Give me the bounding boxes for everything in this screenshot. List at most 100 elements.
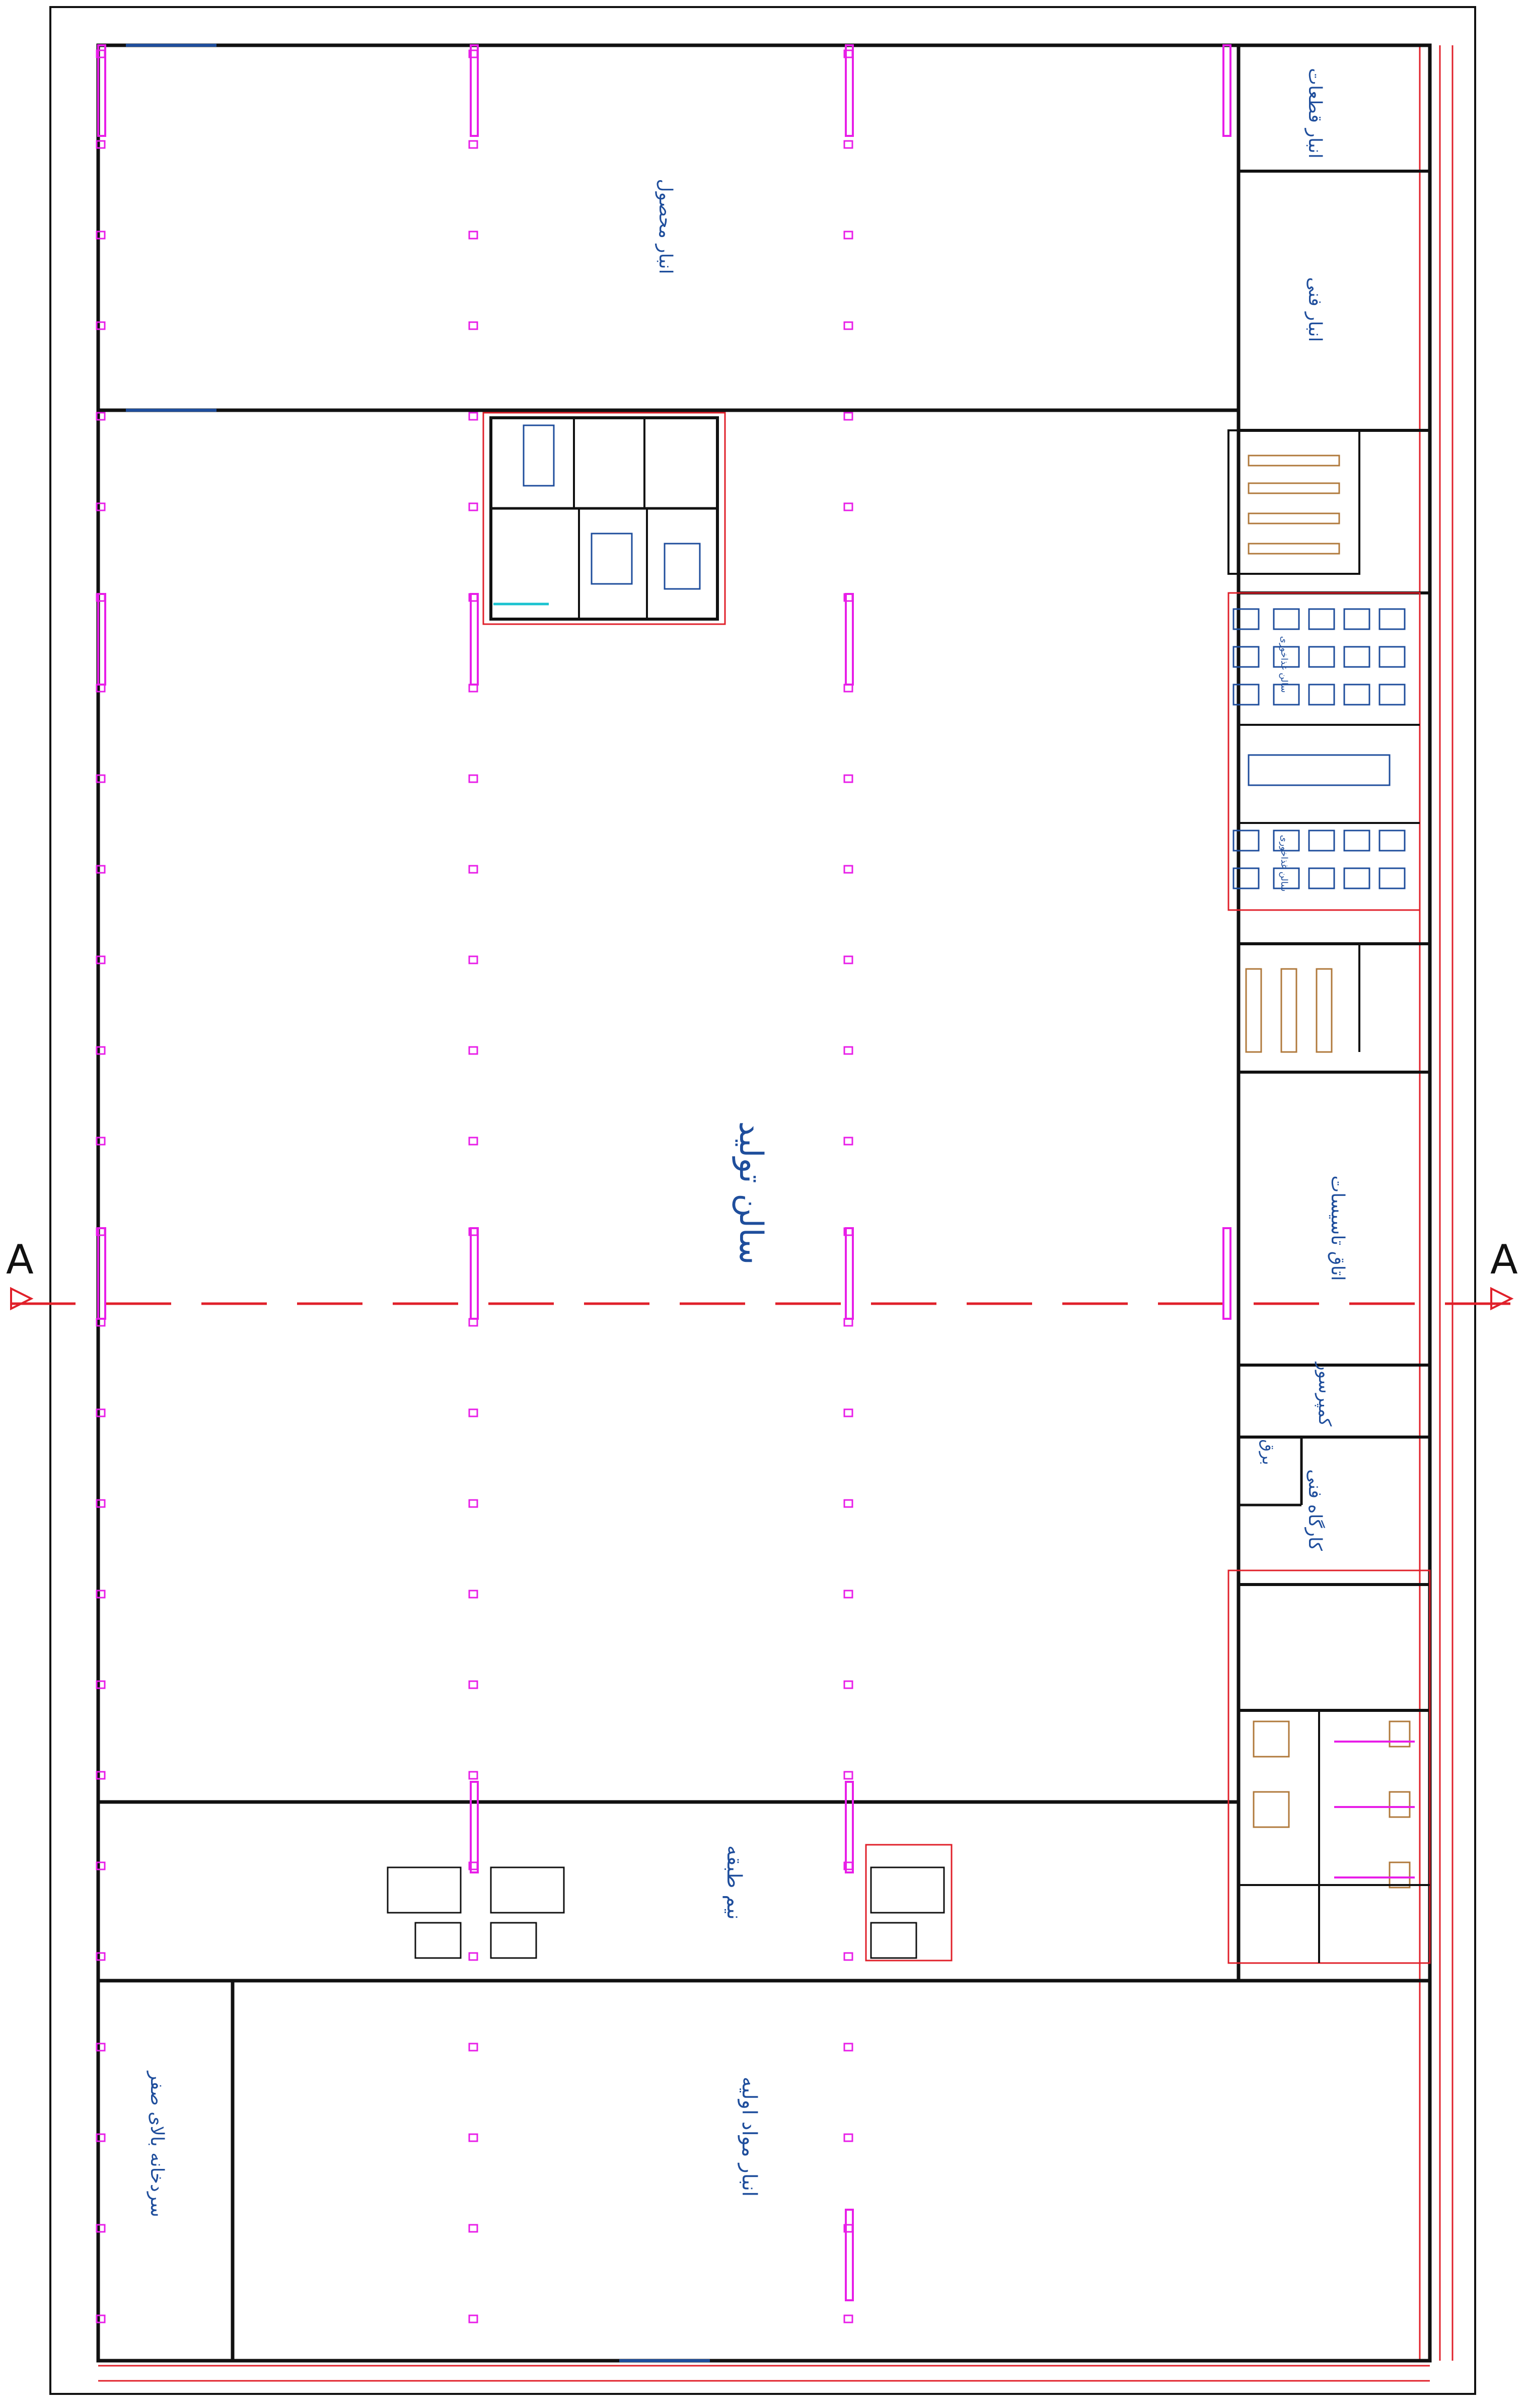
column-marker — [468, 1499, 478, 1508]
wall-pilaster — [470, 593, 479, 686]
column-marker — [96, 955, 106, 964]
column-marker — [468, 865, 478, 874]
column-marker — [96, 412, 106, 421]
column-marker — [843, 955, 853, 964]
column-marker — [468, 2224, 478, 2233]
column-marker — [96, 2224, 106, 2233]
column-marker — [96, 140, 106, 149]
column-marker — [843, 2314, 853, 2323]
column-marker — [96, 1137, 106, 1146]
wall-pilaster — [470, 1781, 479, 1873]
label-dining-hall-1: سالن غذاخوری — [1279, 636, 1289, 693]
column-marker — [468, 502, 478, 511]
column-marker — [96, 1046, 106, 1055]
column-marker — [843, 2043, 853, 2052]
column-marker — [468, 1680, 478, 1689]
column-marker — [843, 1952, 853, 1961]
column-marker — [96, 2043, 106, 2052]
column-marker — [468, 321, 478, 330]
column-marker — [843, 2133, 853, 2142]
column-marker — [843, 1590, 853, 1599]
label-parts-store: انبار قطعات — [1304, 68, 1325, 159]
column-marker — [843, 1499, 853, 1508]
column-marker — [96, 1680, 106, 1689]
column-marker — [468, 1771, 478, 1780]
column-marker — [843, 774, 853, 783]
column-marker — [96, 865, 106, 874]
column-marker — [843, 684, 853, 693]
label-production-hall: سالن تولید — [732, 1121, 769, 1265]
column-marker — [96, 231, 106, 240]
column-marker — [96, 1499, 106, 1508]
label-installations-room: اتاق تاسیسات — [1327, 1175, 1348, 1281]
column-marker — [468, 1952, 478, 1961]
right-strip-details — [1227, 429, 1431, 1964]
column-marker — [843, 1408, 853, 1417]
section-line: A A — [6, 1236, 1518, 1311]
label-mezzanine: نیم طبقه — [722, 1845, 746, 1920]
column-marker — [843, 1680, 853, 1689]
column-marker — [96, 502, 106, 511]
wall-pilaster — [845, 2209, 854, 2301]
column-marker — [843, 1771, 853, 1780]
column-marker — [468, 2133, 478, 2142]
stair-dimension-box — [865, 1844, 953, 1962]
window-markers — [126, 44, 710, 2362]
wall-pilaster — [1222, 44, 1231, 137]
section-label-right: A — [1490, 1236, 1518, 1283]
column-marker — [843, 321, 853, 330]
column-marker — [843, 231, 853, 240]
wall-pilaster — [845, 1227, 854, 1320]
column-marker — [468, 140, 478, 149]
column-marker — [96, 1771, 106, 1780]
column-marker — [96, 1408, 106, 1417]
office-block — [482, 412, 726, 625]
structural-columns — [96, 44, 1231, 2323]
column-marker — [843, 1046, 853, 1055]
label-finished-goods-store: انبار محصول — [655, 179, 676, 274]
column-marker — [96, 1861, 106, 1870]
label-cold-storage: سردخانه بالای صفر — [147, 2070, 167, 2217]
column-marker — [843, 412, 853, 421]
wall-pilaster — [97, 44, 106, 137]
dimension-lines — [97, 45, 1454, 2382]
wall-pilaster — [845, 1781, 854, 1873]
label-raw-materials-store: انبار مواد اولیه — [738, 2077, 761, 2197]
column-marker — [843, 1318, 853, 1327]
column-marker — [96, 321, 106, 330]
column-marker — [96, 774, 106, 783]
column-marker — [468, 774, 478, 783]
label-technical-workshop: کارگاه فنی — [1304, 1469, 1326, 1551]
column-marker — [468, 412, 478, 421]
wall-pilaster — [845, 593, 854, 686]
wall-pilaster — [845, 44, 854, 137]
section-label-left: A — [6, 1236, 34, 1283]
label-dining-hall-2: سالن غذاخوری — [1279, 835, 1289, 892]
column-marker — [468, 955, 478, 964]
column-marker — [468, 231, 478, 240]
section-arrow-right — [1490, 1287, 1514, 1311]
column-marker — [468, 2314, 478, 2323]
column-marker — [96, 2314, 106, 2323]
column-marker — [843, 140, 853, 149]
column-marker — [843, 865, 853, 874]
column-marker — [468, 1408, 478, 1417]
column-marker — [843, 1137, 853, 1146]
drawing-frame — [49, 6, 1476, 2395]
column-marker — [843, 502, 853, 511]
label-compressor: کمپرسور — [1315, 1361, 1335, 1426]
column-marker — [468, 684, 478, 693]
wall-pilaster — [97, 1227, 106, 1320]
section-arrow-left — [10, 1287, 34, 1311]
column-marker — [468, 2043, 478, 2052]
label-electric: برق — [1259, 1439, 1278, 1465]
label-technical-store: انبار فنی — [1304, 277, 1325, 342]
column-marker — [96, 1590, 106, 1599]
column-marker — [468, 1590, 478, 1599]
stairs — [387, 1866, 945, 1959]
wall-pilaster — [1222, 1227, 1231, 1320]
column-marker — [468, 1046, 478, 1055]
wall-pilaster — [470, 44, 479, 137]
wall-pilaster — [470, 1227, 479, 1320]
